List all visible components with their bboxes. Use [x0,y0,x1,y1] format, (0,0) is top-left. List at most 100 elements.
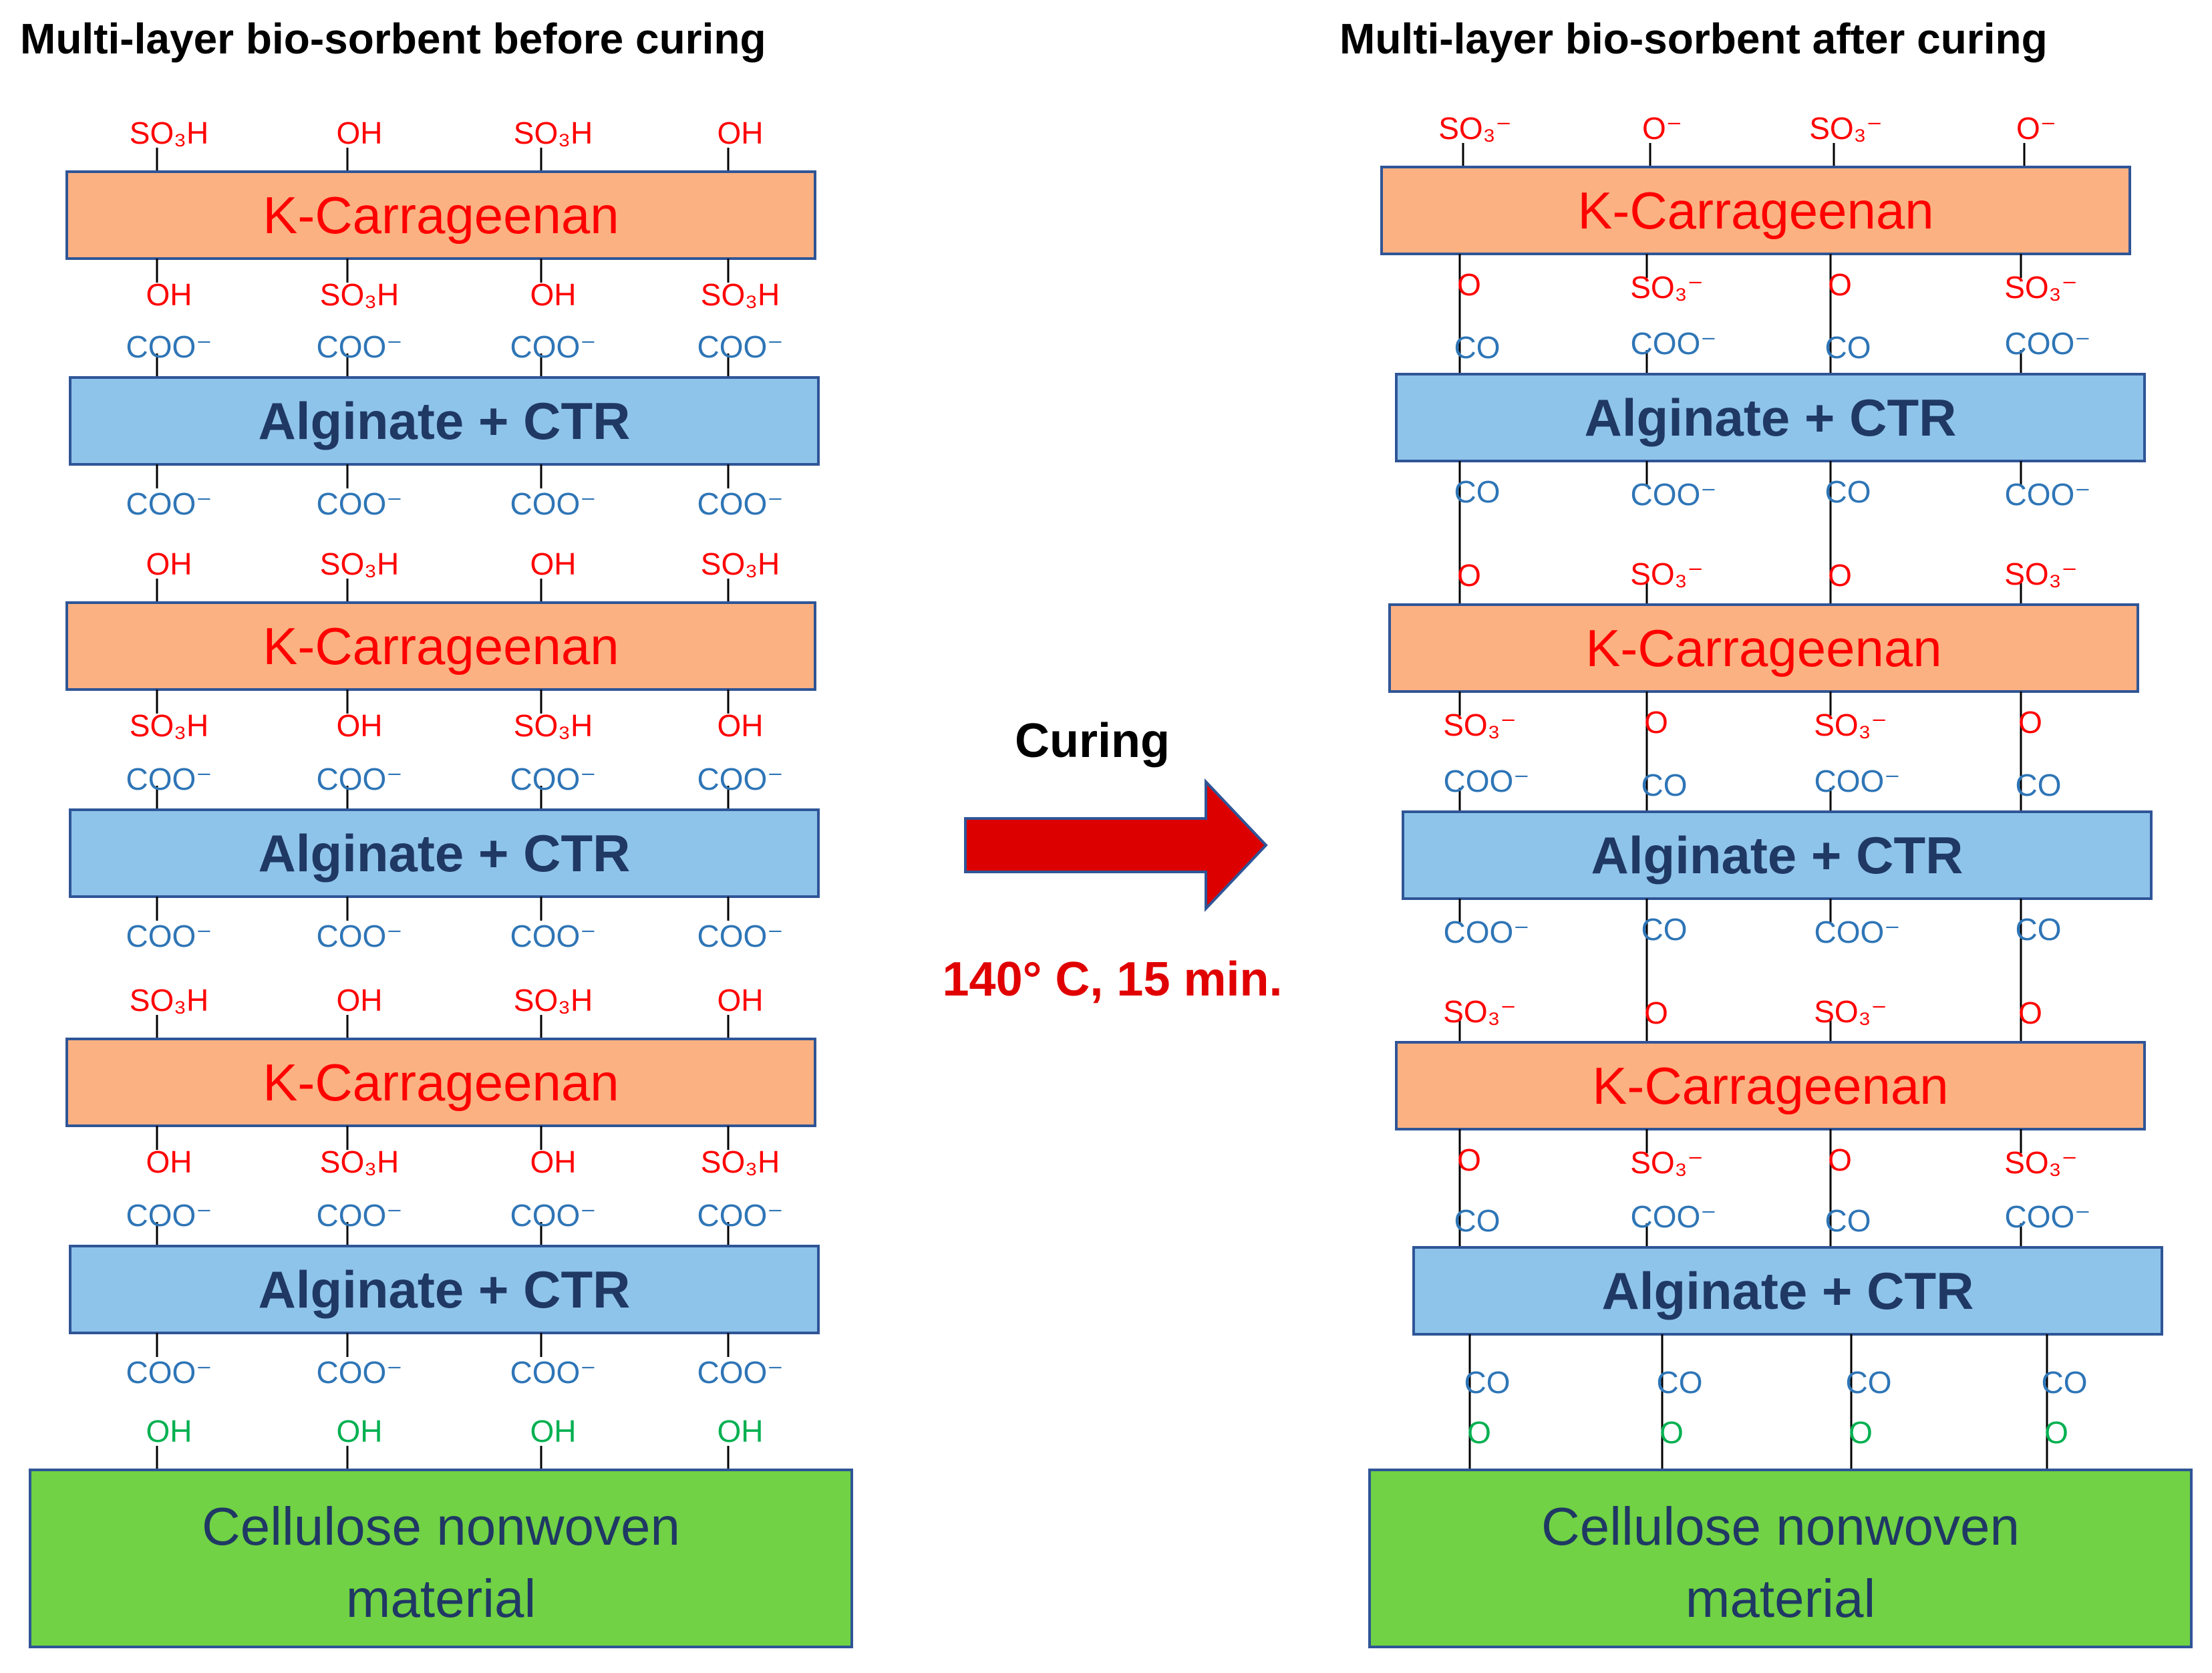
group-so3-anion: SO₃⁻ [2004,557,2077,591]
group-so3-anion: SO₃⁻ [1630,1145,1703,1180]
title-after: Multi-layer bio-sorbent after curing [1339,15,2048,63]
group-o: O [2018,996,2042,1030]
label-k-carrageenan: K-Carrageenan [263,1053,619,1112]
group-co: CO [1825,1203,1871,1238]
group-oh: OH [530,1414,577,1449]
group-co: CO [1846,1365,1892,1400]
group-coo: COO⁻ [126,1355,212,1390]
layer-k-carrageenan [1380,166,2131,255]
group-oh: OH [718,983,764,1018]
group-co: CO [1454,474,1500,509]
curing-label: Curing [1015,714,1170,768]
group-co: CO [1825,474,1871,509]
group-coo: COO⁻ [1630,1199,1716,1234]
curing-arrow [964,778,1268,913]
group-coo: COO⁻ [316,919,402,953]
label-k-carrageenan: K-Carrageenan [263,186,619,245]
group-o-anion: O⁻ [1642,111,1682,146]
group-so3-anion: SO₃⁻ [1814,994,1887,1029]
group-coo: COO⁻ [316,1198,402,1233]
group-so3-anion: SO₃⁻ [1809,111,1882,146]
layer-k-carrageenan [65,601,816,691]
group-oh: OH [530,547,577,581]
group-so3-anion: SO₃⁻ [1443,994,1516,1029]
group-o: O [2044,1415,2068,1450]
group-oh: OH [337,983,383,1018]
layer-alginate-ctr [69,376,820,466]
group-o: O [1457,1143,1481,1177]
group-coo: COO⁻ [1814,915,1900,949]
group-coo: COO⁻ [510,329,596,364]
group-coo: COO⁻ [126,762,212,796]
group-so3h: SO₃H [701,277,780,312]
group-o: O [1467,1415,1491,1450]
group-so3-anion: SO₃⁻ [1814,708,1887,742]
group-co: CO [1641,912,1688,947]
group-co: CO [2042,1365,2088,1400]
label-k-carrageenan: K-Carrageenan [1592,1056,1948,1115]
label-alginate-ctr: Alginate + CTR [1602,1261,1974,1320]
label-alginate-ctr: Alginate + CTR [259,824,631,883]
group-so3h: SO₃H [130,116,208,150]
group-coo: COO⁻ [316,762,402,796]
group-co: CO [1641,768,1688,802]
label-alginate-ctr: Alginate + CTR [259,392,631,450]
group-co: CO [2016,912,2062,947]
group-so3-anion: SO₃⁻ [1443,708,1516,742]
group-co: CO [1825,330,1871,365]
label-alginate-ctr: Alginate + CTR [259,1260,631,1319]
group-oh: OH [337,1414,383,1449]
group-coo: COO⁻ [316,329,402,364]
label-k-carrageenan: K-Carrageenan [1585,619,1941,677]
group-oh: OH [337,708,383,743]
layer-alginate-ctr [1402,810,2153,900]
group-o: O [1644,996,1668,1030]
group-o: O [1828,558,1852,593]
group-oh: OH [146,1414,192,1449]
group-coo: COO⁻ [697,1355,783,1390]
group-coo: COO⁻ [316,486,402,521]
group-coo: COO⁻ [2004,1199,2090,1234]
label-alginate-ctr: Alginate + CTR [1585,388,1957,447]
label-cellulose-line1: Cellulose nonwoven [1541,1497,2020,1556]
group-oh: OH [146,1145,192,1179]
group-co: CO [1454,1203,1500,1238]
group-o: O [2018,705,2042,740]
group-coo: COO⁻ [1443,764,1529,798]
group-co: CO [1454,330,1500,365]
group-coo: COO⁻ [697,919,783,953]
group-so3h: SO₃H [514,708,593,743]
group-co: CO [1657,1365,1703,1400]
group-coo: COO⁻ [697,1198,783,1233]
group-so3h: SO₃H [320,277,399,312]
group-coo: COO⁻ [510,762,596,796]
group-coo: COO⁻ [2004,477,2090,512]
group-oh: OH [530,1145,577,1179]
group-oh: OH [718,708,764,743]
group-co: CO [2016,768,2062,802]
group-oh: OH [718,1414,764,1449]
group-oh: OH [146,547,192,581]
group-coo: COO⁻ [1814,764,1900,798]
label-alginate-ctr: Alginate + CTR [1591,826,1963,885]
layer-k-carrageenan [65,170,816,260]
layer-cellulose [1368,1469,2193,1648]
group-coo: COO⁻ [126,919,212,953]
group-so3h: SO₃H [130,708,208,743]
label-cellulose-line2: material [346,1569,536,1628]
title-before: Multi-layer bio-sorbent before curing [20,15,766,63]
group-coo: COO⁻ [126,329,212,364]
group-so3-anion: SO₃⁻ [1438,111,1511,146]
label-cellulose-line2: material [1686,1569,1876,1628]
group-coo: COO⁻ [697,762,783,796]
layer-cellulose [29,1469,853,1648]
label-k-carrageenan: K-Carrageenan [263,617,619,675]
group-o: O [1828,1143,1852,1177]
group-coo: COO⁻ [316,1355,402,1390]
group-coo: COO⁻ [1630,326,1716,361]
group-coo: COO⁻ [126,486,212,521]
group-so3h: SO₃H [130,983,208,1018]
group-oh: OH [530,277,577,312]
group-coo: COO⁻ [510,919,596,953]
